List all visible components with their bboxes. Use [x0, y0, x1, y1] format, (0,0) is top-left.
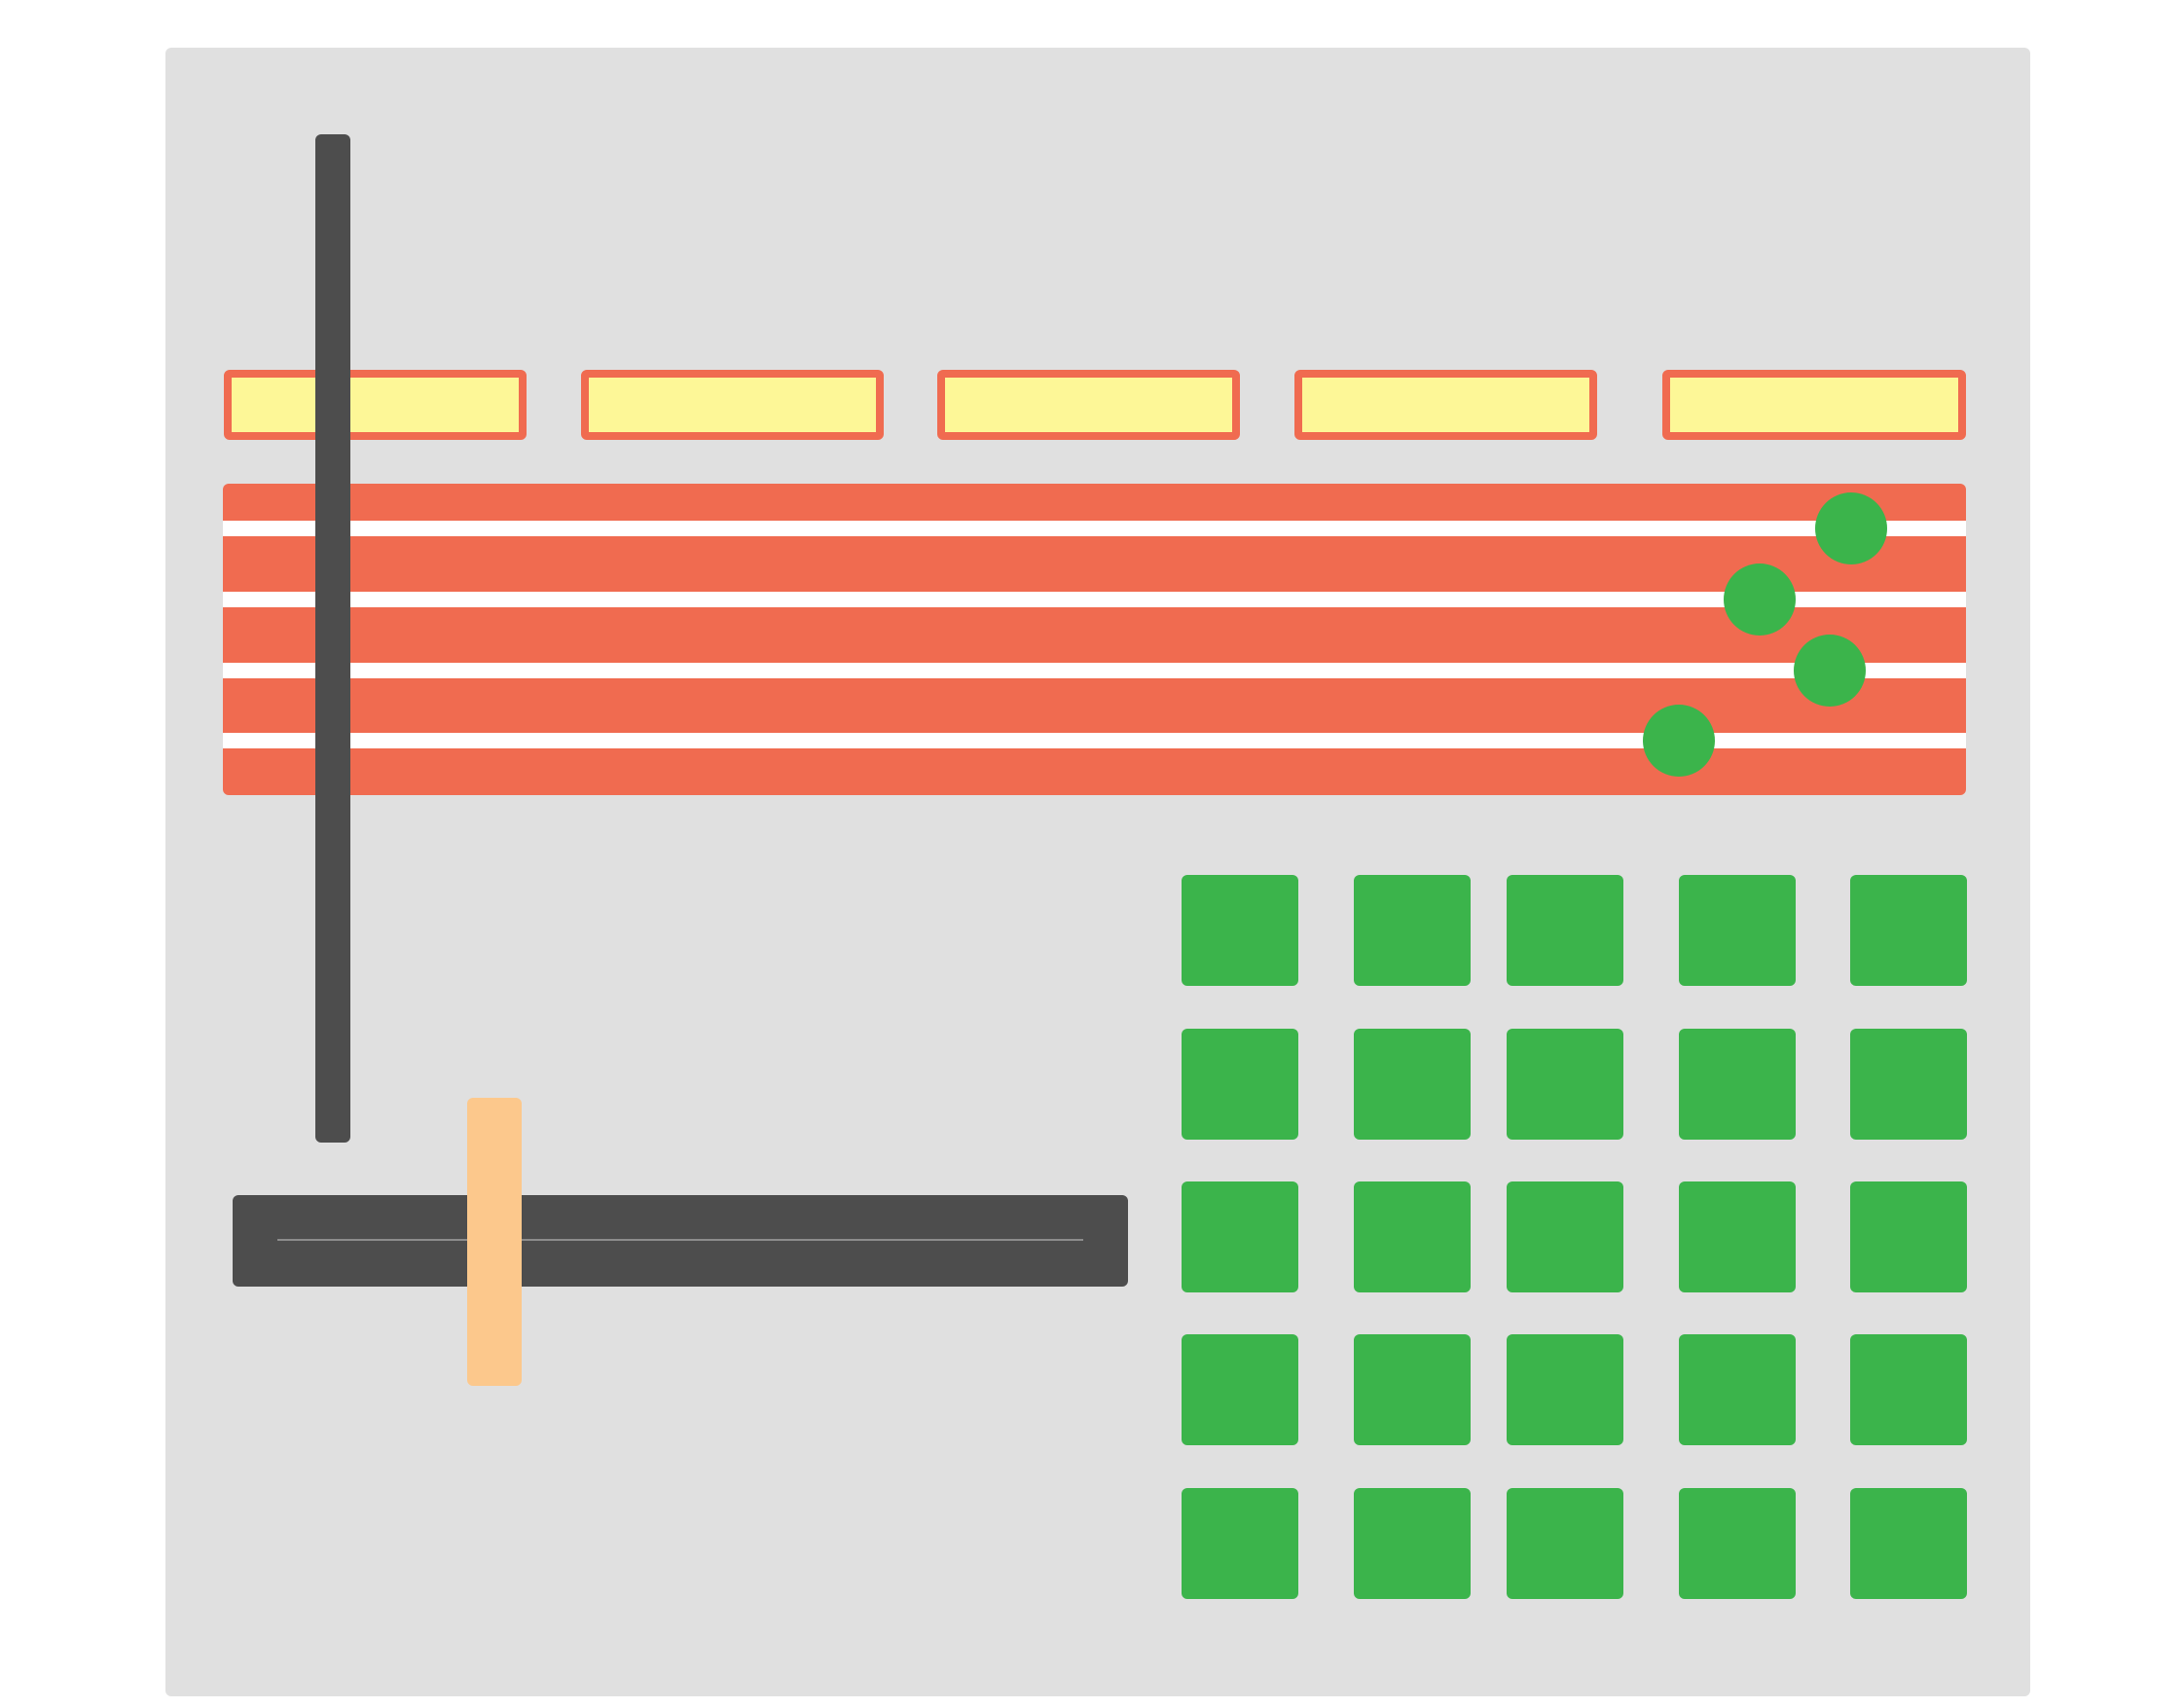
track-marker[interactable]	[1794, 635, 1866, 707]
lane-1	[223, 521, 1966, 536]
grid-cell[interactable]	[1850, 1029, 1967, 1140]
grid-cell[interactable]	[1354, 1029, 1471, 1140]
grid-cell[interactable]	[1850, 875, 1967, 986]
panel	[165, 48, 2030, 1696]
lane-2	[223, 592, 1966, 607]
grid-cell[interactable]	[1354, 875, 1471, 986]
grid-cell[interactable]	[1354, 1181, 1471, 1292]
grid-cell[interactable]	[1679, 1181, 1796, 1292]
vertical-slider-bar[interactable]	[315, 134, 350, 1143]
track-marker[interactable]	[1724, 563, 1796, 636]
grid-cell[interactable]	[1182, 1181, 1298, 1292]
horizontal-slider-handle[interactable]	[467, 1098, 522, 1386]
grid-cell[interactable]	[1507, 1488, 1623, 1599]
grid-cell[interactable]	[1679, 1029, 1796, 1140]
grid-cell[interactable]	[1182, 1334, 1298, 1445]
slot-4[interactable]	[1294, 370, 1597, 440]
track-marker[interactable]	[1815, 492, 1887, 564]
slot-3[interactable]	[937, 370, 1240, 440]
grid-cell[interactable]	[1679, 875, 1796, 986]
horizontal-slider-track[interactable]	[233, 1195, 1128, 1287]
grid-cell[interactable]	[1354, 1334, 1471, 1445]
grid-cell[interactable]	[1507, 875, 1623, 986]
slot-5[interactable]	[1662, 370, 1966, 440]
grid-cell[interactable]	[1679, 1488, 1796, 1599]
slot-1[interactable]	[224, 370, 527, 440]
grid-cell[interactable]	[1507, 1181, 1623, 1292]
grid-cell[interactable]	[1182, 1029, 1298, 1140]
grid-cell[interactable]	[1850, 1488, 1967, 1599]
slider-guide-line	[277, 1239, 1083, 1241]
grid-cell[interactable]	[1182, 1488, 1298, 1599]
grid-cell[interactable]	[1679, 1334, 1796, 1445]
grid-cell[interactable]	[1182, 875, 1298, 986]
grid-cell[interactable]	[1507, 1334, 1623, 1445]
lane-4	[223, 733, 1966, 748]
slot-2[interactable]	[581, 370, 884, 440]
grid-cell[interactable]	[1354, 1488, 1471, 1599]
grid-cell[interactable]	[1507, 1029, 1623, 1140]
grid-cell[interactable]	[1850, 1334, 1967, 1445]
grid-cell[interactable]	[1850, 1181, 1967, 1292]
track-marker[interactable]	[1643, 705, 1715, 777]
lane-3	[223, 663, 1966, 678]
